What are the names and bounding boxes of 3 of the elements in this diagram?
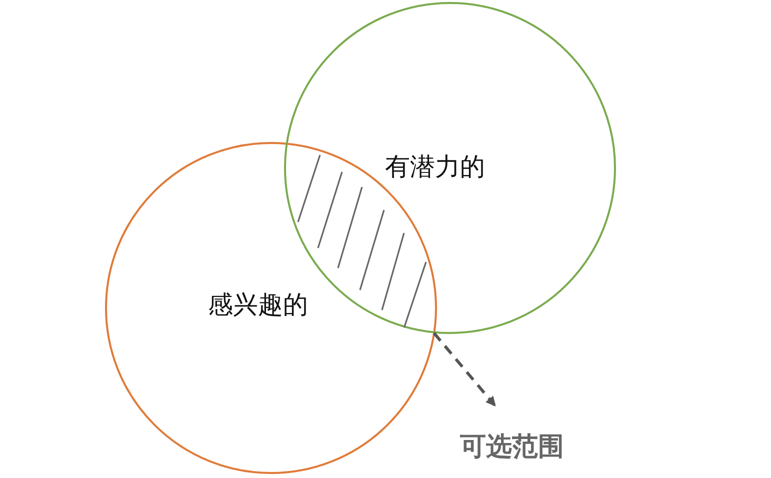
callout-label: 可选范围 <box>460 432 564 463</box>
set-label: 感兴趣的 <box>208 290 308 320</box>
set-label: 有潜力的 <box>385 152 485 182</box>
